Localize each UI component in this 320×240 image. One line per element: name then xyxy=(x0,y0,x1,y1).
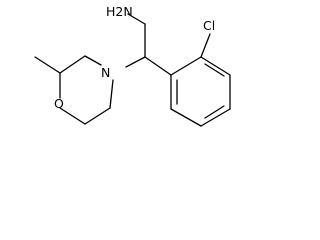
bond-ar-inner-1 xyxy=(204,63,225,77)
bond-morph-c5-n xyxy=(109,79,114,109)
bond-morph-n-c3 xyxy=(84,55,102,66)
bond-ch-aryl xyxy=(144,56,172,76)
ring-nitrogen-label: N xyxy=(101,65,110,80)
bonds xyxy=(34,13,231,127)
bond-aryl-chlorine xyxy=(200,33,211,58)
amine-label: H2N xyxy=(106,4,133,19)
bond-ar-c2-c3 xyxy=(200,56,231,76)
bond-methyl xyxy=(34,56,61,74)
bond-ar-c5-c6 xyxy=(170,108,202,127)
bond-morph-o-c6 xyxy=(59,107,86,125)
chlorine-label: Cl xyxy=(203,18,215,33)
bond-ar-inner-2 xyxy=(204,105,225,119)
ring-oxygen-label: O xyxy=(54,96,64,111)
bond-ar-c1-c2 xyxy=(170,56,202,76)
bond-morph-c6-c5 xyxy=(84,107,111,125)
bond-amine-ch2 xyxy=(127,13,146,25)
structure-diagram: H2N Cl N O xyxy=(34,4,231,127)
bond-ch-nitrogen xyxy=(125,56,146,68)
atom-labels: H2N Cl N O xyxy=(54,4,215,111)
bond-morph-c3-c2 xyxy=(59,55,86,74)
bond-ar-c4-c5 xyxy=(200,108,231,127)
